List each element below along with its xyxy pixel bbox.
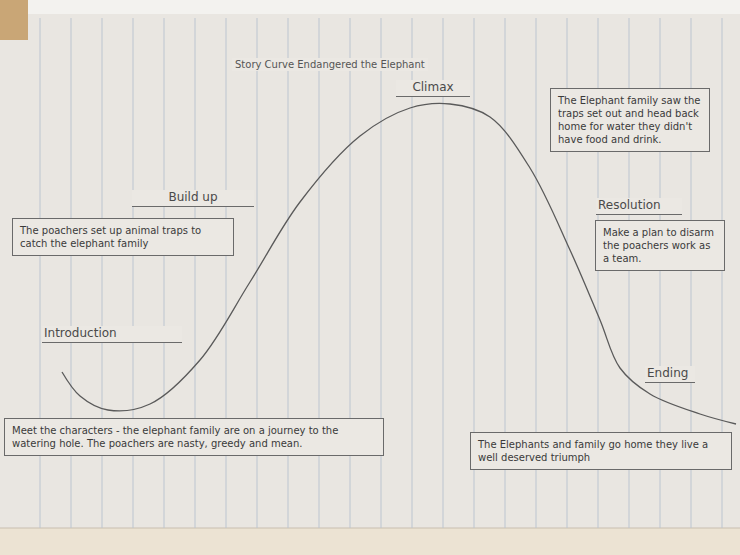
diagram-title: Story Curve Endangered the Elephant [232, 58, 428, 71]
stage-box: The Elephants and family go home they li… [470, 432, 732, 470]
stage-text: The Elephants and family go home they li… [478, 438, 724, 464]
story-stage: ResolutionMake a plan to disarm the poac… [595, 220, 725, 271]
stage-box: The Elephant family saw the traps set ou… [550, 88, 710, 152]
story-stage: Build upThe poachers set up animal traps… [12, 218, 234, 256]
stage-heading: Build up [132, 190, 254, 207]
stage-heading: Resolution [596, 198, 682, 215]
paper-stack [0, 0, 740, 14]
stage-heading: Ending [645, 366, 695, 383]
stage-box: Make a plan to disarm the poachers work … [595, 220, 725, 271]
stage-heading: Introduction [42, 326, 182, 343]
story-stage: ClimaxThe Elephant family saw the traps … [550, 88, 710, 152]
stage-heading: Climax [396, 80, 470, 97]
paper-edge [0, 528, 740, 555]
table-corner [0, 0, 28, 40]
stage-box: The poachers set up animal traps to catc… [12, 218, 234, 256]
stage-text: Make a plan to disarm the poachers work … [603, 226, 717, 265]
stage-text: Meet the characters - the elephant famil… [12, 424, 376, 450]
stage-text: The poachers set up animal traps to catc… [20, 224, 226, 250]
stage-box: Meet the characters - the elephant famil… [4, 418, 384, 456]
stage-text: The Elephant family saw the traps set ou… [558, 94, 702, 146]
story-stage: IntroductionMeet the characters - the el… [4, 418, 384, 456]
story-stage: EndingThe Elephants and family go home t… [470, 432, 732, 470]
